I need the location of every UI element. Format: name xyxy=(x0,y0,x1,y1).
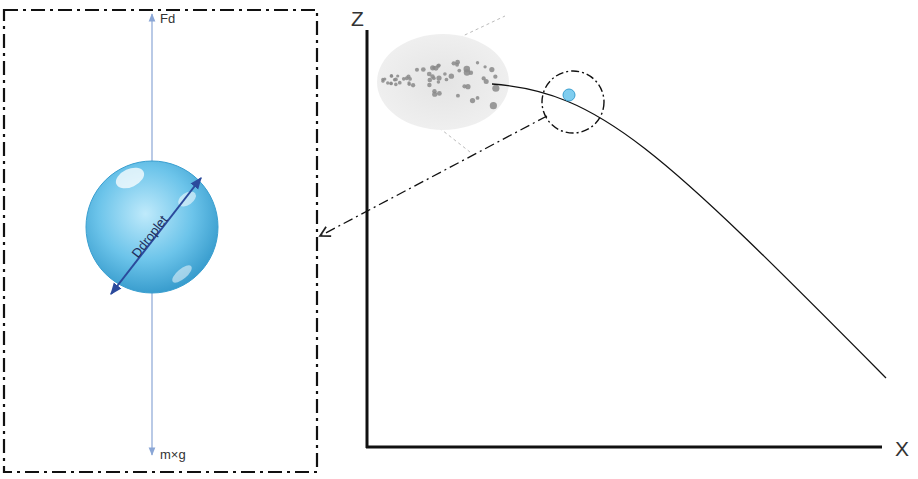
spray-dot xyxy=(437,63,441,67)
spray-dot xyxy=(493,75,497,79)
spray-dot xyxy=(464,69,470,75)
spray-dot xyxy=(445,78,449,82)
spray-dot xyxy=(421,67,426,72)
spray-dot xyxy=(452,61,456,65)
spray-dot xyxy=(427,83,431,87)
spray-dot xyxy=(394,83,398,87)
zoom-leader xyxy=(320,116,547,236)
spray-dot xyxy=(408,83,411,86)
spray-dot xyxy=(390,82,393,85)
z-axis xyxy=(366,30,369,448)
spray-dot xyxy=(436,75,441,80)
spray-dot xyxy=(389,82,392,85)
gravity-force-arrow xyxy=(151,290,152,455)
spray-dot xyxy=(462,84,466,88)
drag-force-arrow xyxy=(151,14,152,165)
spray-dot xyxy=(492,85,499,92)
x-axis xyxy=(366,446,882,449)
axis-label: Z xyxy=(351,8,364,29)
spray-dot xyxy=(396,74,399,77)
spray-dot xyxy=(393,78,396,81)
spray-dot xyxy=(390,74,393,77)
spray-dot xyxy=(476,61,479,64)
spray-dot xyxy=(456,94,460,98)
spray-dot xyxy=(437,91,442,96)
highlight xyxy=(170,262,195,285)
spray-dot xyxy=(470,98,475,103)
spray-dot xyxy=(483,65,486,68)
spray-dot xyxy=(484,79,489,84)
spray-dot xyxy=(381,80,384,83)
detail-frame xyxy=(4,10,317,472)
zoom-circle xyxy=(542,71,604,133)
spray-dot xyxy=(398,81,402,85)
highlight xyxy=(113,164,148,193)
spray-dot xyxy=(390,75,393,78)
diameter-line xyxy=(111,178,201,294)
spray-dot xyxy=(457,69,461,73)
spray-dot xyxy=(411,83,415,87)
spray-dot xyxy=(449,73,454,78)
spray-dot xyxy=(428,78,433,83)
spray-dot xyxy=(443,72,447,76)
spray-dot xyxy=(430,74,434,78)
force-label: Fd xyxy=(160,12,175,25)
spray-dot xyxy=(415,68,419,72)
spray-dot xyxy=(386,81,389,84)
force-label: m×g xyxy=(160,448,186,461)
droplet-sphere xyxy=(86,161,218,293)
spray-dot xyxy=(490,102,497,109)
trajectory-curve xyxy=(492,84,886,378)
axis-label: X xyxy=(895,438,909,459)
spray-cone xyxy=(377,16,509,152)
spray-dot xyxy=(436,64,440,68)
spray-dot xyxy=(476,96,480,100)
spray-dot xyxy=(406,74,410,78)
spray-dot xyxy=(489,67,494,72)
spray-dot xyxy=(432,92,437,97)
droplet-marker xyxy=(563,89,575,101)
spray-dot xyxy=(437,80,440,83)
